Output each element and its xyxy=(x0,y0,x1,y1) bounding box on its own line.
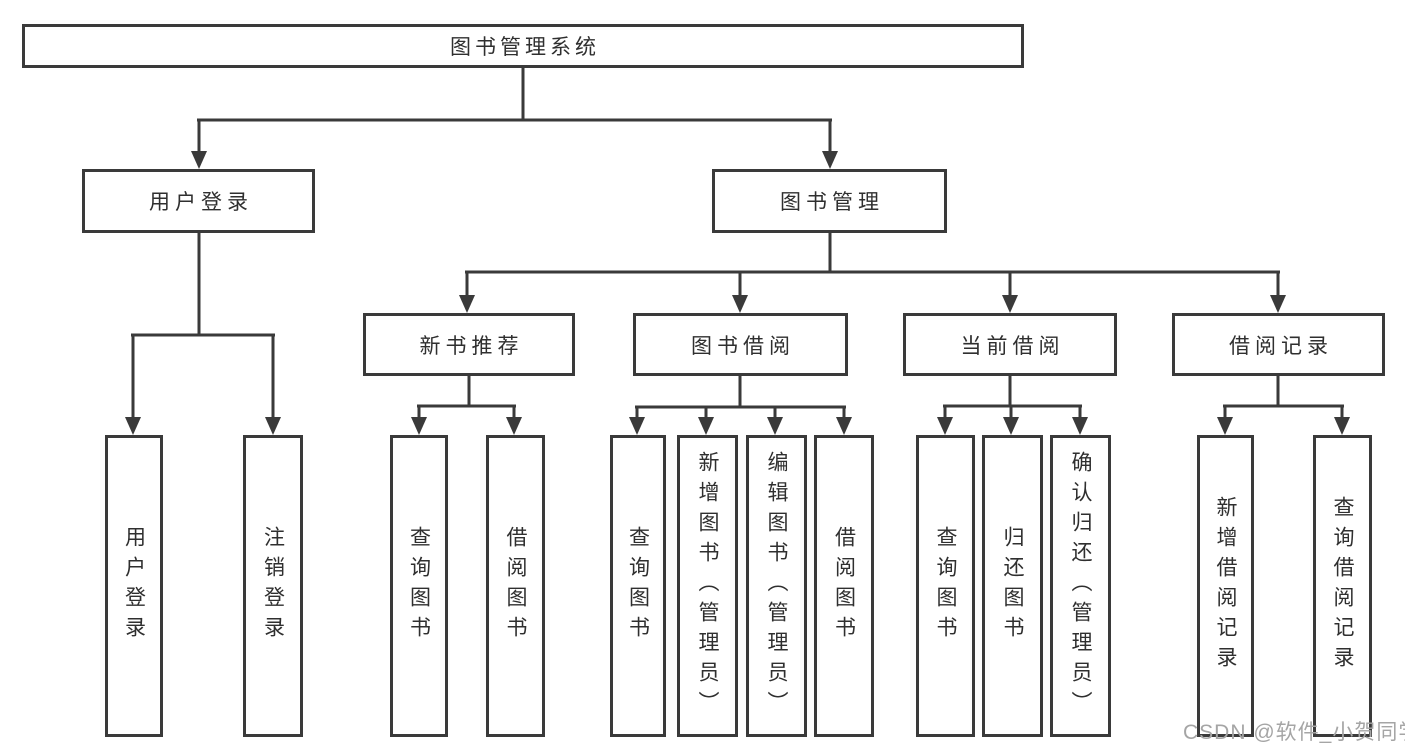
arrowhead-icon xyxy=(125,417,141,435)
arrowhead-icons xyxy=(125,151,1350,435)
edge-new-book-branch xyxy=(417,376,516,418)
edge-user-login-branch xyxy=(131,233,275,418)
csdn-watermark: CSDN @软件_小贺同学 xyxy=(1183,721,1405,744)
leaf-label: 查询借阅记录 xyxy=(1331,496,1354,676)
leaf-label: 查询图书 xyxy=(626,526,650,646)
node-leaf-confirm-return-admin: 确认归还（管理员） xyxy=(1050,435,1111,737)
leaf-label: 借阅图书 xyxy=(504,526,527,646)
node-leaf-borrow-books: 借阅图书 xyxy=(814,435,874,737)
arrowhead-icon xyxy=(506,417,522,435)
node-current-borrow: 当前借阅 xyxy=(903,313,1117,376)
arrowhead-icon xyxy=(191,151,207,169)
arrowhead-icon xyxy=(1217,417,1233,435)
edge-book-mgmt-branch xyxy=(465,233,1280,296)
node-library-system-label: 图书管理系统 xyxy=(450,36,600,59)
leaf-label: 归还图书 xyxy=(1001,526,1024,646)
arrowhead-icon xyxy=(822,151,838,169)
node-library-system: 图书管理系统 xyxy=(22,24,1024,68)
edge-current-borrow-branch xyxy=(943,376,1082,418)
node-leaf-add-books-admin: 新增图书（管理员） xyxy=(677,435,738,737)
arrowhead-icon xyxy=(1270,295,1286,313)
arrowhead-icon xyxy=(1003,417,1019,435)
leaf-label: 查询图书 xyxy=(934,526,957,646)
node-book-borrow: 图书借阅 xyxy=(633,313,848,376)
arrowhead-icon xyxy=(937,417,953,435)
leaf-label: 查询图书 xyxy=(407,526,431,646)
node-leaf-edit-books-admin: 编辑图书（管理员） xyxy=(746,435,807,737)
leaf-label: 借阅图书 xyxy=(832,526,856,646)
node-leaf-add-borrow-record: 新增借阅记录 xyxy=(1197,435,1254,737)
arrowhead-icon xyxy=(459,295,475,313)
node-user-login: 用户登录 xyxy=(82,169,315,233)
arrowhead-icon xyxy=(1334,417,1350,435)
leaf-label: 新增图书（管理员） xyxy=(696,451,719,721)
arrowhead-icon xyxy=(732,295,748,313)
leaf-label: 编辑图书（管理员） xyxy=(765,451,788,721)
edge-book-borrow-branch xyxy=(635,376,846,418)
node-book-management-label: 图书管理 xyxy=(780,191,884,214)
node-leaf-user-login: 用户登录 xyxy=(105,435,163,737)
node-borrow-records-label: 借阅记录 xyxy=(1229,334,1333,358)
leaf-label: 新增借阅记录 xyxy=(1214,496,1237,676)
node-leaf-query-books-borrow: 查询图书 xyxy=(610,435,666,737)
node-current-borrow-label: 当前借阅 xyxy=(960,334,1065,358)
node-leaf-logout: 注销登录 xyxy=(243,435,303,737)
node-new-book-recommend: 新书推荐 xyxy=(363,313,575,376)
arrowhead-icon xyxy=(1002,295,1018,313)
node-new-book-recommend-label: 新书推荐 xyxy=(419,334,524,358)
arrowhead-icon xyxy=(1072,417,1088,435)
node-leaf-return-books: 归还图书 xyxy=(982,435,1043,737)
node-borrow-records: 借阅记录 xyxy=(1172,313,1385,376)
arrowhead-icon xyxy=(767,417,783,435)
node-book-borrow-label: 图书借阅 xyxy=(691,334,795,358)
node-user-login-label: 用户登录 xyxy=(149,191,253,214)
leaf-label: 注销登录 xyxy=(261,526,285,646)
node-leaf-borrow-books-newbook: 借阅图书 xyxy=(486,435,545,737)
node-leaf-query-books-current: 查询图书 xyxy=(916,435,975,737)
edge-lines xyxy=(131,68,1344,418)
arrowhead-icon xyxy=(265,417,281,435)
node-leaf-query-borrow-record: 查询借阅记录 xyxy=(1313,435,1372,737)
node-book-management: 图书管理 xyxy=(712,169,947,233)
edge-borrow-records-branch xyxy=(1223,376,1344,418)
arrowhead-icon xyxy=(411,417,427,435)
edge-root-to-level2 xyxy=(197,68,832,152)
leaf-label: 确认归还（管理员） xyxy=(1069,451,1092,721)
arrowhead-icon xyxy=(629,417,645,435)
node-leaf-query-books-newbook: 查询图书 xyxy=(390,435,448,737)
arrowhead-icon xyxy=(698,417,714,435)
leaf-label: 用户登录 xyxy=(122,526,146,646)
arrowhead-icon xyxy=(836,417,852,435)
